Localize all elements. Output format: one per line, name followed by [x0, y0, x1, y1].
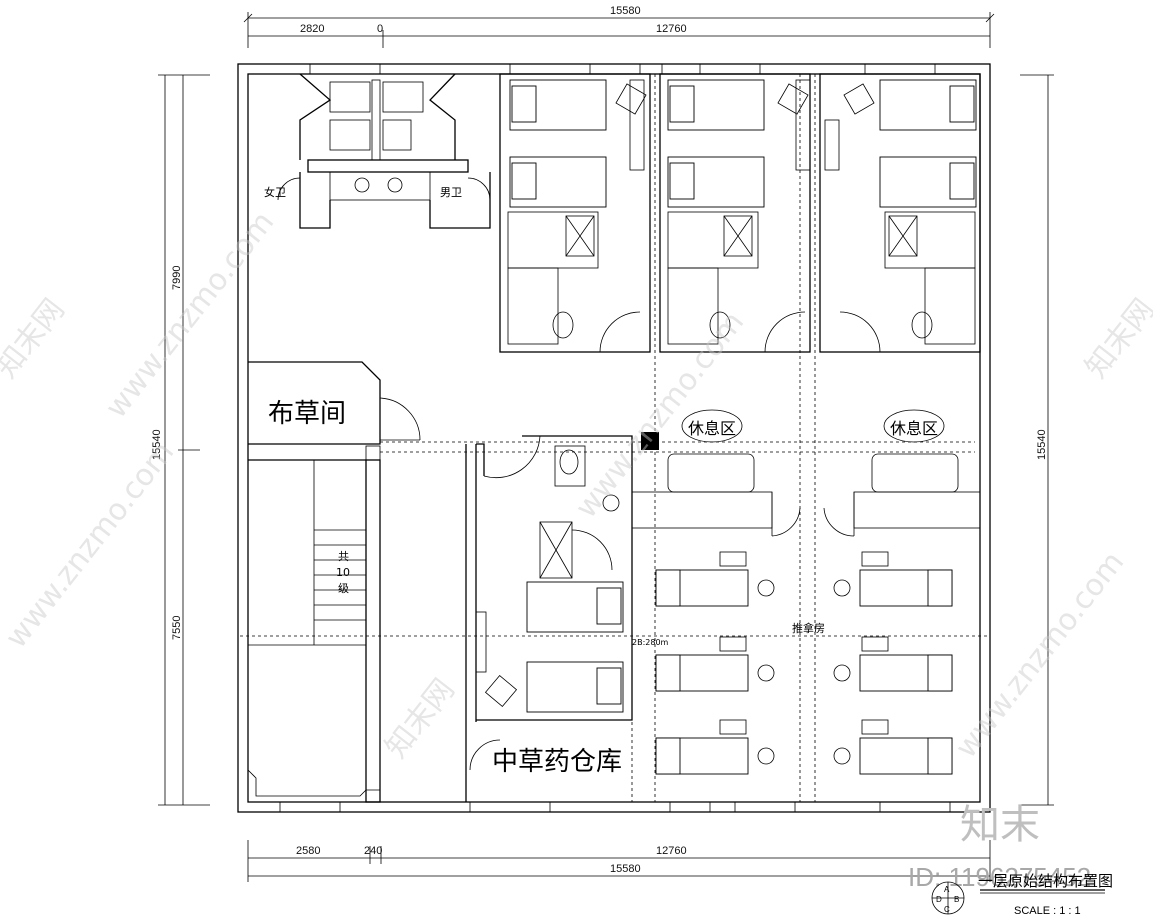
cloth-room [248, 361, 421, 461]
dim-left-total: 15540 [151, 429, 163, 460]
massage-room-label: 推拿房 [792, 621, 825, 635]
badge-letter-c: C [944, 905, 950, 914]
dim-bottom-total: 15580 [610, 863, 641, 875]
dim-left-lower: 7550 [171, 616, 183, 640]
small-note-label: 2B:280m [632, 638, 669, 647]
massage-area [631, 409, 981, 775]
badge-letter-b: B [954, 895, 959, 904]
badge-letter-a: A [944, 885, 950, 894]
dim-top-zero: 0 [377, 23, 383, 35]
dim-bottom-mid: 240 [364, 845, 382, 857]
upper-bedrooms [499, 73, 981, 353]
female-wc-label: 女卫 [264, 185, 286, 199]
watermark-logo: 知末 [960, 802, 1040, 848]
watermark-brand-1: 知末网 [379, 672, 462, 764]
watermark-site-1: www.znzmo.com [99, 205, 281, 425]
rest-area-2-label: 休息区 [890, 419, 938, 438]
drawing-scale: SCALE : 1 : 1 [1014, 905, 1081, 917]
male-wc-label: 男卫 [440, 186, 462, 199]
dim-bottom-left: 2580 [296, 845, 320, 857]
herb-storage-label: 中草药仓库 [492, 747, 622, 777]
dimension-lines [158, 12, 1054, 882]
cloth-room-label: 布草间 [268, 399, 346, 429]
stairs-label-1: 共 [338, 550, 349, 563]
lower-suite [465, 435, 633, 802]
dim-top-total: 15580 [610, 5, 641, 17]
dim-top-left: 2820 [300, 23, 324, 35]
dim-right-total: 15540 [1036, 429, 1048, 460]
watermark-brand-2: 知末网 [0, 292, 72, 384]
column-marker [641, 432, 659, 450]
watermark-site-4: www.znzmo.com [0, 435, 181, 655]
badge-letter-d: D [936, 895, 942, 904]
dim-top-right: 12760 [656, 23, 687, 35]
drawing-title: 一层原始结构布置图 [978, 872, 1113, 890]
watermark-site-3: www.znzmo.com [949, 545, 1131, 765]
dim-left-upper: 7990 [171, 266, 183, 290]
watermark-brand-3: 知末网 [1079, 292, 1153, 384]
stairs-label-2: 10 [336, 566, 350, 579]
rest-area-1-label: 休息区 [688, 419, 736, 438]
watermark-id: ID: 1196275452 [908, 862, 1091, 892]
wc-area [277, 73, 491, 229]
dim-bottom-right: 12760 [656, 845, 687, 857]
title-block [931, 881, 1105, 915]
stairs [247, 459, 381, 803]
stairs-label-3: 级 [338, 582, 349, 595]
